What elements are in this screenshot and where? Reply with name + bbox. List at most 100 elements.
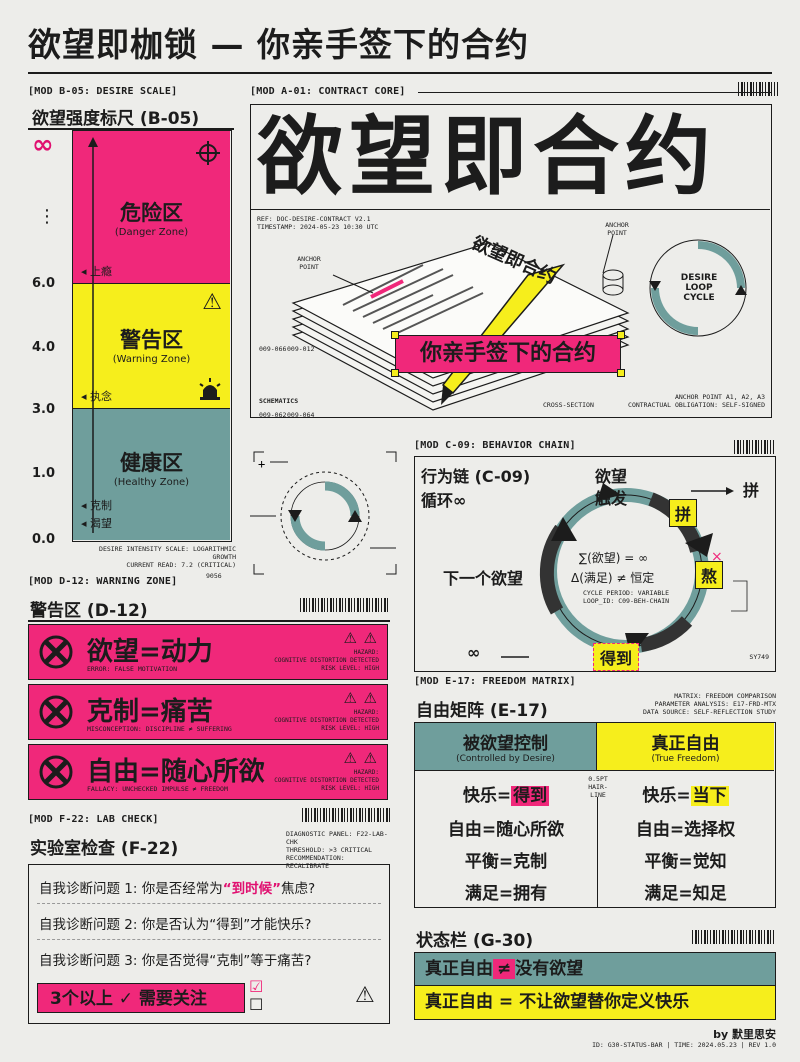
question-1: 自我诊断问题 1: 你是否经常为“到时候”焦虑? [39, 881, 316, 897]
mod-a01-tag: [MOD A-01: CONTRACT CORE] [250, 86, 406, 97]
warning-icon: ⚠ [355, 983, 375, 1008]
mod-e17-heading: 自由矩阵 (E-17) [416, 701, 548, 721]
checkbox-empty[interactable]: ☐ [249, 995, 264, 1014]
mod-c09-tag: [MOD C-09: BEHAVIOR CHAIN] [414, 440, 576, 451]
matrix-left-row-4: 满足=拥有 [464, 884, 548, 904]
healthy-zone-title: 健康区 [120, 451, 183, 475]
anchor-point-right: ANCHOR POINT [605, 221, 629, 237]
x-mark-icon [39, 635, 73, 669]
mod-g30-heading: 状态栏 (G-30) [416, 931, 534, 951]
hazard-icon: ⚠ [343, 749, 357, 767]
mod-b05-heading: 欲望强度标尺 (B-05) [32, 109, 200, 129]
warning-triangle-icon: ⚠ [202, 290, 222, 315]
sch-code-1: 009-062 [259, 411, 287, 419]
warning-sub-1: ERROR: FALSE MOTIVATION [87, 665, 178, 673]
question-2: 自我诊断问题 2: 你是否认为“得到”才能快乐? [39, 917, 312, 933]
warning-row-3: 自由=随心所欲 FALLACY: UNCHECKED IMPULSE ≠ FRE… [28, 744, 388, 800]
desire-scale: ∞ ⋮ 6.0 4.0 3.0 1.0 0.0 危险区 (Danger Zone… [28, 130, 236, 569]
question-1-highlight: “到时候” [222, 881, 281, 897]
contract-panel: 欲望即合约 REF: DOC-DESIRE-CONTRACT v2.1 TIME… [250, 104, 772, 419]
matrix-left-row-3: 平衡=克制 [464, 852, 548, 872]
crosshair-icon [196, 141, 220, 165]
mod-d12-tag: [MOD D-12: WARNING ZONE] [28, 576, 178, 587]
cross-section-label: CROSS-SECTION [543, 401, 594, 409]
tick-3: 3.0 [32, 402, 56, 417]
mod-b05-tag: [MOD B-05: DESIRE SCALE] [28, 86, 178, 97]
cycle-meta: CYCLE PERIOD: VARIABLE LOOP_ID: C09-BEH-… [583, 589, 670, 605]
danger-zone-title: 危险区 [120, 201, 183, 225]
formula-sum: ∑(欲望) = ∞ [579, 551, 649, 565]
tick-6: 6.0 [32, 276, 56, 291]
trigger-desire: 欲望 [595, 467, 628, 486]
scale-code: 9056 [206, 572, 222, 580]
svg-text:+: + [258, 457, 265, 471]
behavior-chain-panel: 行为链 (C-09) 循环∞ × 欲望 触发 拼 拼 熬 得到 下一个欲望 ∞ … [414, 456, 776, 672]
hazard-icon: ⚠ [343, 689, 357, 707]
hazard-icon: ⚠ [363, 689, 377, 707]
endure-box: 熬 [695, 561, 724, 589]
hazard-icon: ⚠ [343, 629, 357, 647]
next-desire: 下一个欲望 [443, 569, 524, 588]
checkbox-checked[interactable]: ☑ [249, 977, 264, 996]
chain-infinity: ∞ [467, 643, 481, 662]
healthy-zone: 健康区 (Healthy Zone) ◂ 克制 ◂ 渴望 [73, 409, 230, 540]
mod-f22-tag: [MOD F-22: LAB CHECK] [28, 814, 159, 825]
attention-alert: 3个以上 ✓ 需要关注 [37, 983, 245, 1013]
behavior-chain-loop: 循环∞ [421, 491, 467, 510]
sch-code-2: 009-064 [287, 411, 315, 419]
tick-1: 1.0 [32, 466, 56, 481]
warning-title-1: 欲望=动力 [87, 637, 213, 667]
obtain-box: 得到 [593, 643, 640, 671]
scale-column: 危险区 (Danger Zone) ◂ 上瘾 ⚠ 警告区 (Warning Zo… [72, 130, 232, 542]
pin-outside: 拼 [743, 481, 760, 500]
x-mark-icon [39, 695, 73, 729]
footer-meta: ID: G30-STATUS-BAR | TIME: 2024.05.23 | … [592, 1041, 776, 1049]
anchor-point-left: ANCHOR POINT [297, 255, 321, 271]
hairline-note: 0.5pt hair-line [588, 775, 608, 799]
scale-caption: DESIRE INTENSITY SCALE: LOGARITHMIC GROW… [99, 545, 236, 569]
matrix-head-right: 真正自由 (True Freedom) [597, 723, 774, 771]
warning-row-2: 克制=痛苦 MISCONCEPTION: DISCIPLINE ≠ SUFFER… [28, 684, 388, 740]
healthy-zone-sub: (Healthy Zone) [113, 477, 190, 488]
schematics-label: SCHEMATICS [259, 397, 299, 405]
matrix-right-row-1: 快乐=当下 [642, 786, 729, 806]
chain-code: SY749 [749, 653, 769, 661]
anchor-note: ANCHOR POINT A1, A2, A3 CONTRACTUAL OBLI… [628, 393, 765, 409]
tick-0: 0.0 [32, 532, 56, 547]
desire-loop-label: DESIRE LOOP CYCLE [680, 273, 718, 303]
sch-code-4: 009-012 [287, 345, 315, 353]
matrix-left-row-1: 快乐=得到 [462, 786, 550, 806]
formula-delta: Δ(满足) ≠ 恒定 [571, 571, 655, 585]
warning-title-3: 自由=随心所欲 [87, 757, 265, 787]
tick-4: 4.0 [32, 340, 56, 355]
warning-zone-sub: (Warning Zone) [112, 354, 191, 365]
question-3: 自我诊断问题 3: 你是否觉得“克制”等于痛苦? [39, 953, 312, 969]
alarm-light-icon [198, 378, 222, 400]
warning-row-1: 欲望=动力 ERROR: FALSE MOTIVATION ⚠ ⚠ HAZARD… [28, 624, 388, 680]
contract-big-title: 欲望即合约 [257, 107, 717, 207]
lab-check-panel: 自我诊断问题 1: 你是否经常为“到时候”焦虑? 自我诊断问题 2: 你是否认为… [28, 864, 390, 1024]
desire-loop-cycle-icon [649, 239, 747, 337]
svg-text:×: × [711, 549, 723, 565]
danger-zone-sub: (Danger Zone) [114, 227, 189, 238]
warning-zone-title: 警告区 [120, 328, 183, 352]
freedom-matrix: 被欲望控制 (Controlled by Desire) 真正自由 (True … [414, 722, 776, 908]
behavior-chain-heading: 行为链 (C-09) [421, 467, 531, 486]
marker-addiction: ◂ 上瘾 [81, 265, 113, 278]
marker-craving: ◂ 渴望 [81, 517, 113, 530]
contract-document-illustration [291, 234, 630, 411]
hazard-icon: ⚠ [363, 749, 377, 767]
x-mark-icon [39, 755, 73, 789]
warning-sub-2: MISCONCEPTION: DISCIPLINE ≠ SUFFERING [87, 725, 232, 733]
byline: by 默里思安 [713, 1028, 776, 1041]
warning-sub-3: FALLACY: UNCHECKED IMPULSE ≠ FREEDOM [87, 785, 228, 793]
schematic-rotation: + [250, 448, 400, 578]
matrix-right-row-4: 满足=知足 [644, 884, 727, 904]
warning-list: 欲望=动力 ERROR: FALSE MOTIVATION ⚠ ⚠ HAZARD… [28, 624, 390, 800]
matrix-right-row-2: 自由=选择权 [635, 820, 736, 840]
danger-zone: 危险区 (Danger Zone) ◂ 上瘾 [73, 131, 230, 283]
